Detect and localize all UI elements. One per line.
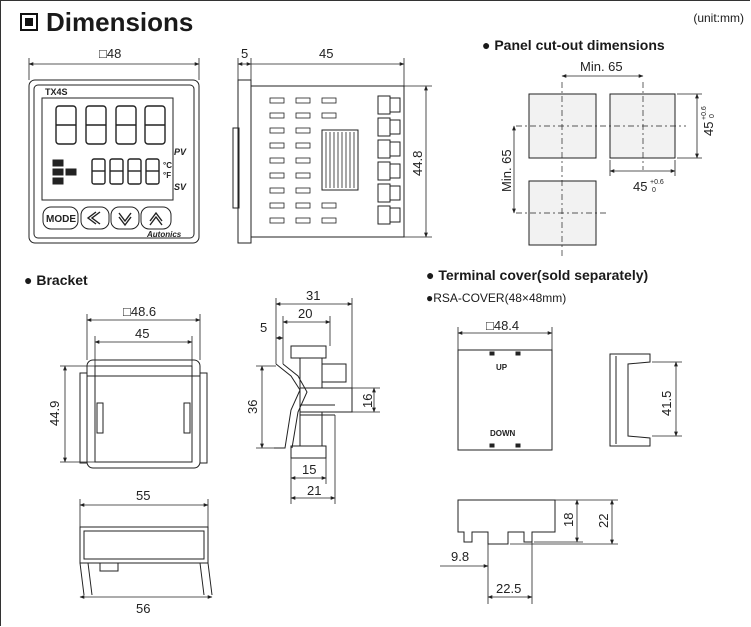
bracket-side-21-label: 21 — [307, 483, 321, 498]
cover-18-label: 18 — [561, 513, 576, 527]
cutout-v-tol-upper: +0.6 — [701, 106, 708, 120]
side-height-label: 44.8 — [410, 151, 425, 176]
cover-up-label: UP — [496, 363, 508, 372]
cover-model-label: ●RSA-COVER(48×48mm) — [426, 291, 567, 305]
bracket-side-dimensions — [256, 298, 380, 504]
bracket-bottom-dimensions — [79, 499, 213, 599]
cover-side-height-label: 41.5 — [659, 391, 674, 416]
cutout-h-tol-upper: +0.6 — [650, 179, 664, 186]
cover-down-label: DOWN — [490, 429, 516, 438]
cutout-h-tol-lower: 0 — [652, 187, 656, 194]
bracket-bottom-55-label: 55 — [136, 488, 150, 503]
panel-cutout-drawing — [516, 82, 686, 256]
bracket-bottom-drawing — [79, 526, 213, 596]
bracket-outer-label: □48.6 — [123, 304, 156, 319]
cutout-h-label: 45 — [633, 179, 647, 194]
cover-bottom-drawing — [457, 499, 556, 545]
side-depth-label: 45 — [319, 46, 333, 61]
cutout-v-label: 45 — [701, 122, 716, 136]
section-panel-cutout: ● Panel cut-out dimensions — [482, 37, 665, 53]
bracket-side-15-label: 15 — [302, 462, 316, 477]
cover-side-drawing — [609, 353, 651, 447]
pv-label: PV — [174, 147, 187, 157]
section-bracket: ● Bracket — [24, 272, 88, 288]
mode-key-label: MODE — [46, 214, 76, 225]
cover-22-5-label: 22.5 — [496, 581, 521, 596]
deg-f-label: °F — [163, 171, 171, 180]
unit-label: (unit:mm) — [693, 11, 744, 25]
section-terminal-cover: ● Terminal cover(sold separately) — [426, 267, 649, 283]
sv-label: SV — [174, 182, 187, 192]
bracket-side-20-label: 20 — [298, 306, 312, 321]
bracket-front-dimensions — [60, 314, 201, 463]
bracket-side-drawing — [274, 345, 353, 459]
bracket-side-16-label: 16 — [360, 394, 375, 408]
title-square-icon — [20, 13, 38, 31]
cutout-min-v-label: Min. 65 — [499, 149, 514, 192]
bracket-front-drawing — [79, 359, 208, 469]
model-label: TX4S — [45, 87, 68, 97]
cover-width-label: □48.4 — [486, 318, 519, 333]
side-dimensions — [237, 58, 432, 238]
bracket-side-5-label: 5 — [260, 320, 267, 335]
cover-9-8-label: 9.8 — [451, 549, 469, 564]
side-view-drawing — [232, 79, 405, 244]
cutout-v-tol-lower: 0 — [709, 114, 716, 118]
bracket-side-36-label: 36 — [245, 400, 260, 414]
brand-label: Autonics — [146, 230, 182, 239]
page-title: Dimensions — [46, 7, 194, 37]
front-panel-drawing — [28, 79, 200, 244]
cover-22-label: 22 — [596, 514, 611, 528]
cover-side-dimension — [652, 361, 682, 437]
front-width-label: □48 — [99, 46, 121, 61]
bracket-inner-label: 45 — [135, 326, 149, 341]
cover-width-dimension — [457, 327, 553, 350]
cover-front-drawing — [457, 349, 553, 451]
bracket-side-total-label: 31 — [306, 288, 320, 303]
bracket-height-label: 44.9 — [47, 401, 62, 426]
cover-bottom-dimensions — [440, 499, 618, 604]
side-depth-front-label: 5 — [241, 46, 248, 61]
deg-c-label: °C — [163, 161, 172, 170]
front-width-dimension — [28, 58, 200, 80]
bracket-bottom-56-label: 56 — [136, 601, 150, 616]
cutout-dimensions — [512, 74, 702, 214]
cutout-min-h-label: Min. 65 — [580, 59, 623, 74]
